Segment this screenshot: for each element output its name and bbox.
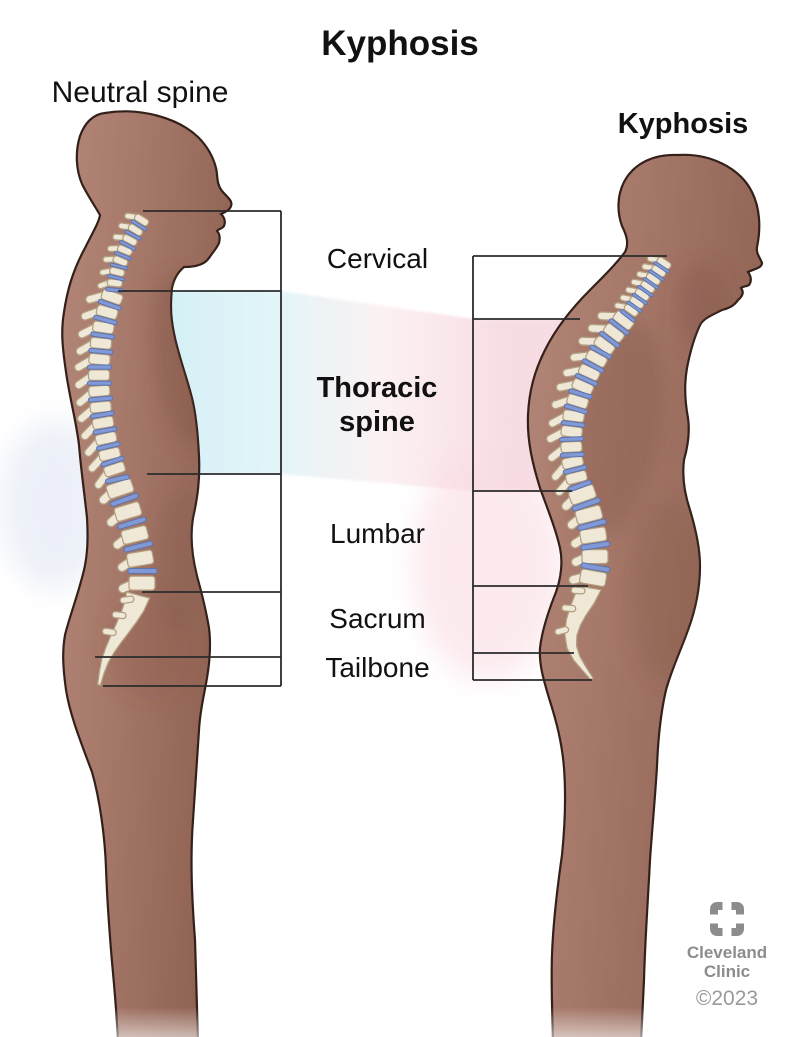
credit-copyright: ©2023 (695, 987, 759, 1010)
tailbone-region-label: Tailbone (325, 652, 430, 683)
sacrum-region-label: Sacrum (329, 603, 426, 634)
bottom-fade (0, 1007, 800, 1037)
neutral-spine-label: Neutral spine (51, 76, 229, 109)
kyphosis-region-bracket (472, 255, 667, 681)
cervical-region-label: Cervical (326, 243, 429, 274)
neutral-region-bracket (95, 210, 282, 687)
kyphosis-figure-label: Kyphosis (617, 108, 749, 140)
cleveland-clinic-credit: Cleveland Clinic ©2023 (657, 901, 797, 1011)
neutral-body-silhouette (61, 110, 233, 1037)
thoracic-region-label: Thoracic spine (316, 372, 438, 438)
thoracic-highlight-band (120, 291, 648, 491)
cleveland-clinic-logo-icon (709, 901, 745, 937)
neutral-figure (61, 110, 233, 1037)
pink-glow (413, 450, 563, 680)
lumbar-region-label: Lumbar (330, 518, 425, 549)
page-title: Kyphosis (321, 24, 479, 63)
credit-org-line2: Clinic (703, 962, 751, 981)
credit-org-line1: Cleveland (686, 943, 768, 962)
kyphosis-spine-illustration (545, 255, 672, 681)
kyphosis-figure (526, 153, 764, 1037)
